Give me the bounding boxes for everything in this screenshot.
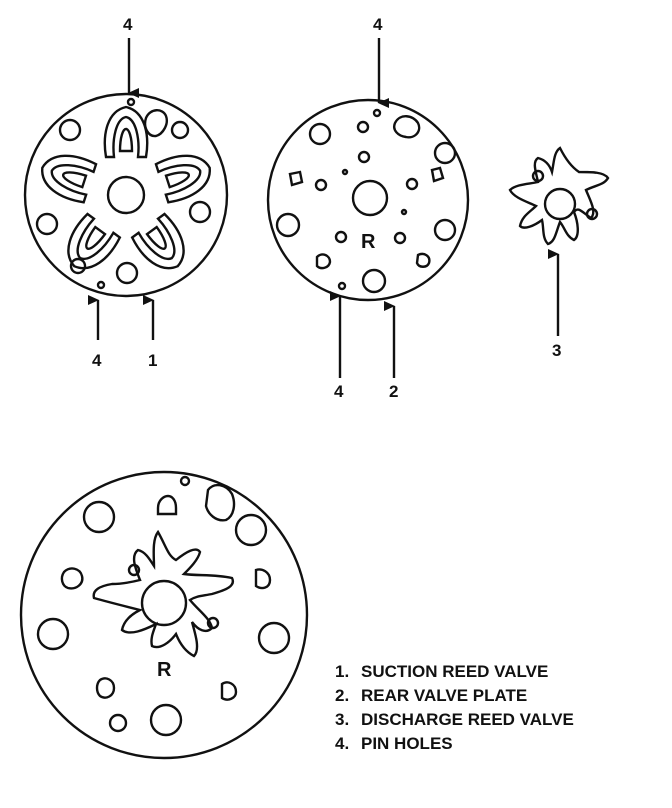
pin-hole (372, 108, 382, 118)
callout-arrows (88, 38, 560, 378)
assembled-plate-outline (19, 470, 309, 760)
rear-plate-hole (334, 230, 348, 244)
rear-plate-outline (266, 98, 470, 302)
assembled-plate-hole (257, 621, 291, 655)
rear-plate-hole (393, 231, 407, 245)
legend-item: 3. DISCHARGE REED VALVE (335, 708, 574, 732)
suction-valve-outline (23, 92, 229, 298)
legend: 1.SUCTION REED VALVE 2.REAR VALVE PLATE … (335, 660, 574, 756)
assembled-plate-hole (234, 513, 268, 547)
rear-plate-hole (308, 122, 332, 146)
assembled-plate-hole (108, 713, 128, 733)
suction-reed-petal (154, 154, 211, 204)
suction-valve-hole (188, 200, 212, 224)
callout-plate2-top: 4 (373, 15, 383, 34)
pin-hole (179, 475, 191, 487)
legend-item-number: 2. (335, 686, 350, 705)
suction-reed-petal (130, 212, 185, 270)
rear-valve-plate (266, 98, 470, 302)
suction-valve-center-hole (106, 175, 146, 215)
suction-valve-hole (69, 257, 87, 275)
callout-plate2-bottom-left: 4 (334, 382, 344, 401)
assembled-plate-hole (36, 617, 70, 651)
assembled-discharge-reed (92, 529, 235, 658)
assembled-plate-port (156, 494, 178, 516)
discharge-reed-valve (508, 146, 610, 246)
assembled-plate-port (204, 483, 236, 522)
discharge-valve-star (508, 146, 610, 246)
suction-valve-hole (115, 261, 139, 285)
assembled-plate-letter: R (157, 659, 172, 681)
rear-plate-hole (357, 150, 371, 164)
legend-item: 2. REAR VALVE PLATE (335, 684, 574, 708)
callout-plate1-top: 4 (123, 15, 133, 34)
discharge-valve-hole (585, 207, 599, 221)
rear-plate-hole (433, 218, 457, 242)
suction-valve-port (143, 109, 168, 138)
rear-plate-hole (433, 141, 457, 165)
rear-plate-hole (356, 120, 370, 134)
rear-plate-hole (361, 268, 387, 294)
suction-valve-hole (170, 120, 190, 140)
assembled-plate-port (60, 567, 84, 590)
pin-hole (337, 281, 347, 291)
rear-plate-letter: R (361, 231, 376, 253)
assembled-plate-hole (149, 703, 183, 737)
assembled-plate-hole (82, 500, 116, 534)
legend-item-text: SUCTION REED VALVE (361, 662, 549, 681)
callout-plate2-bottom-right: 2 (389, 382, 398, 401)
suction-reed-petal (41, 154, 98, 204)
pin-hole (96, 280, 106, 290)
rear-plate-port (288, 170, 304, 187)
assembled-plate-port (95, 677, 116, 699)
discharge-valve-center-hole (543, 187, 577, 221)
rear-plate-port (415, 252, 431, 268)
legend-item-text: PIN HOLES (361, 734, 453, 753)
rear-plate-hole (400, 208, 408, 216)
assembled-plate-port (254, 568, 272, 590)
discharge-valve-hole (531, 169, 545, 183)
suction-valve-hole (58, 118, 82, 142)
suction-reed-valve (23, 92, 229, 298)
callout-valve3: 3 (552, 341, 561, 360)
legend-item: 1. SUCTION REED VALVE (335, 660, 574, 684)
rear-plate-port (315, 253, 332, 270)
assembled-plate-port (220, 681, 238, 701)
callout-plate1-bottom-left: 4 (92, 351, 102, 370)
legend-item-text: DISCHARGE REED VALVE (361, 710, 574, 729)
legend-item-number: 4. (335, 734, 350, 753)
rear-plate-hole (314, 178, 328, 192)
assembled-plate-center-hole (140, 579, 188, 627)
rear-plate-center-hole (351, 179, 389, 217)
suction-reed-petal (67, 212, 122, 270)
rear-plate-hole (405, 177, 419, 191)
legend-item-number: 1. (335, 662, 350, 681)
callout-plate1-bottom-right: 1 (148, 351, 157, 370)
rear-plate-hole (275, 212, 301, 238)
suction-valve-hole (35, 212, 59, 236)
pin-hole (126, 97, 136, 107)
legend-item-number: 3. (335, 710, 350, 729)
assembled-valve-plate (19, 470, 309, 760)
suction-reed-petal (103, 105, 149, 159)
legend-item-text: REAR VALVE PLATE (361, 686, 528, 705)
rear-plate-hole (341, 168, 349, 176)
legend-item: 4. PIN HOLES (335, 732, 574, 756)
rear-plate-port (430, 166, 445, 183)
rear-plate-port (393, 115, 421, 139)
